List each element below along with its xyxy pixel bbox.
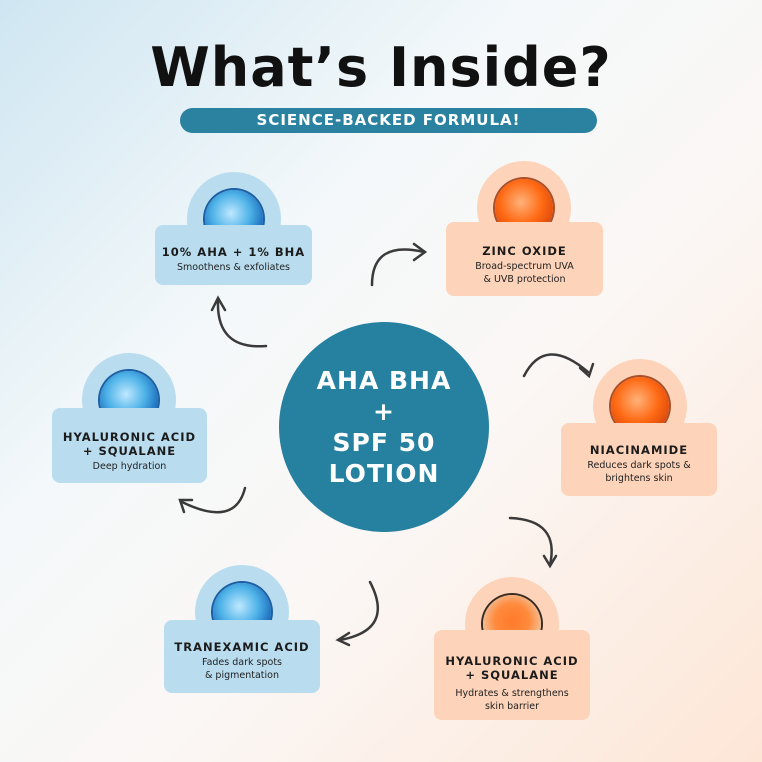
subtitle-banner: SCIENCE-BACKED FORMULA! — [180, 108, 597, 133]
desc-line: & pigmentation — [205, 670, 279, 681]
page-title: What’s Inside? — [150, 36, 612, 99]
ingredient-desc: Deep hydration — [92, 461, 167, 472]
name-line: HYALURONIC ACID — [445, 654, 579, 668]
ingredient-desc: Hydrates & strengthens skin barrier — [434, 687, 590, 713]
ingredient-card-tranexamic-acid: TRANEXAMIC ACID Fades dark spots & pigmen… — [164, 620, 320, 693]
arrow-icon — [178, 486, 247, 514]
center-line: LOTION — [328, 459, 440, 488]
desc-line: & UVB protection — [483, 274, 566, 285]
center-line: SPF 50 — [332, 428, 436, 457]
ingredient-name: HYALURONIC ACID+ SQUALANE — [52, 430, 207, 458]
desc-line: skin barrier — [484, 701, 540, 712]
ingredient-card-zinc-oxide: ZINC OXIDE Broad-spectrum UVA & UVB prote… — [446, 222, 603, 296]
ingredient-card-hyaluronic-barrier: HYALURONIC ACID+ SQUALANE Hydrates & str… — [434, 630, 590, 720]
desc-line: Fades dark spots — [201, 657, 282, 668]
ingredient-name: HYALURONIC ACID+ SQUALANE — [434, 654, 590, 682]
arrow-icon — [522, 353, 595, 379]
ingredient-name: 10% AHA + 1% BHA — [161, 245, 306, 259]
arrow-icon — [335, 580, 380, 647]
ingredient-desc: Smoothens & exfoliates — [177, 262, 290, 273]
desc-line: brightens skin — [605, 473, 673, 484]
center-product-badge: AHA BHA + SPF 50 LOTION — [279, 322, 489, 532]
name-line: HYALURONIC ACID — [62, 430, 197, 444]
name-line: + SQUALANE — [82, 444, 177, 458]
desc-line: Reduces dark spots & — [587, 460, 691, 471]
ingredient-desc: Fades dark spots & pigmentation — [164, 656, 320, 682]
ingredient-name: ZINC OXIDE — [482, 244, 567, 258]
ingredient-desc: Broad-spectrum UVA & UVB protection — [446, 260, 603, 286]
center-line: + — [373, 397, 395, 426]
desc-line: Hydrates & strengthens — [455, 688, 569, 699]
ingredient-card-niacinamide: NIACINAMIDE Reduces dark spots & brighten… — [561, 423, 717, 496]
ingredient-name: NIACINAMIDE — [589, 443, 689, 457]
ingredient-card-aha-bha: 10% AHA + 1% BHA Smoothens & exfoliates — [155, 225, 312, 285]
ingredient-name: TRANEXAMIC ACID — [174, 640, 310, 654]
arrow-icon — [508, 516, 558, 569]
name-line: + SQUALANE — [465, 668, 559, 682]
desc-line: Broad-spectrum UVA — [475, 261, 574, 272]
ingredient-desc: Reduces dark spots & brightens skin — [561, 459, 717, 485]
arrow-icon — [370, 242, 428, 287]
ingredient-card-hyaluronic-hydration: HYALURONIC ACID+ SQUALANE Deep hydration — [52, 408, 207, 483]
arrow-icon — [210, 295, 268, 348]
center-line: AHA BHA — [316, 366, 452, 395]
